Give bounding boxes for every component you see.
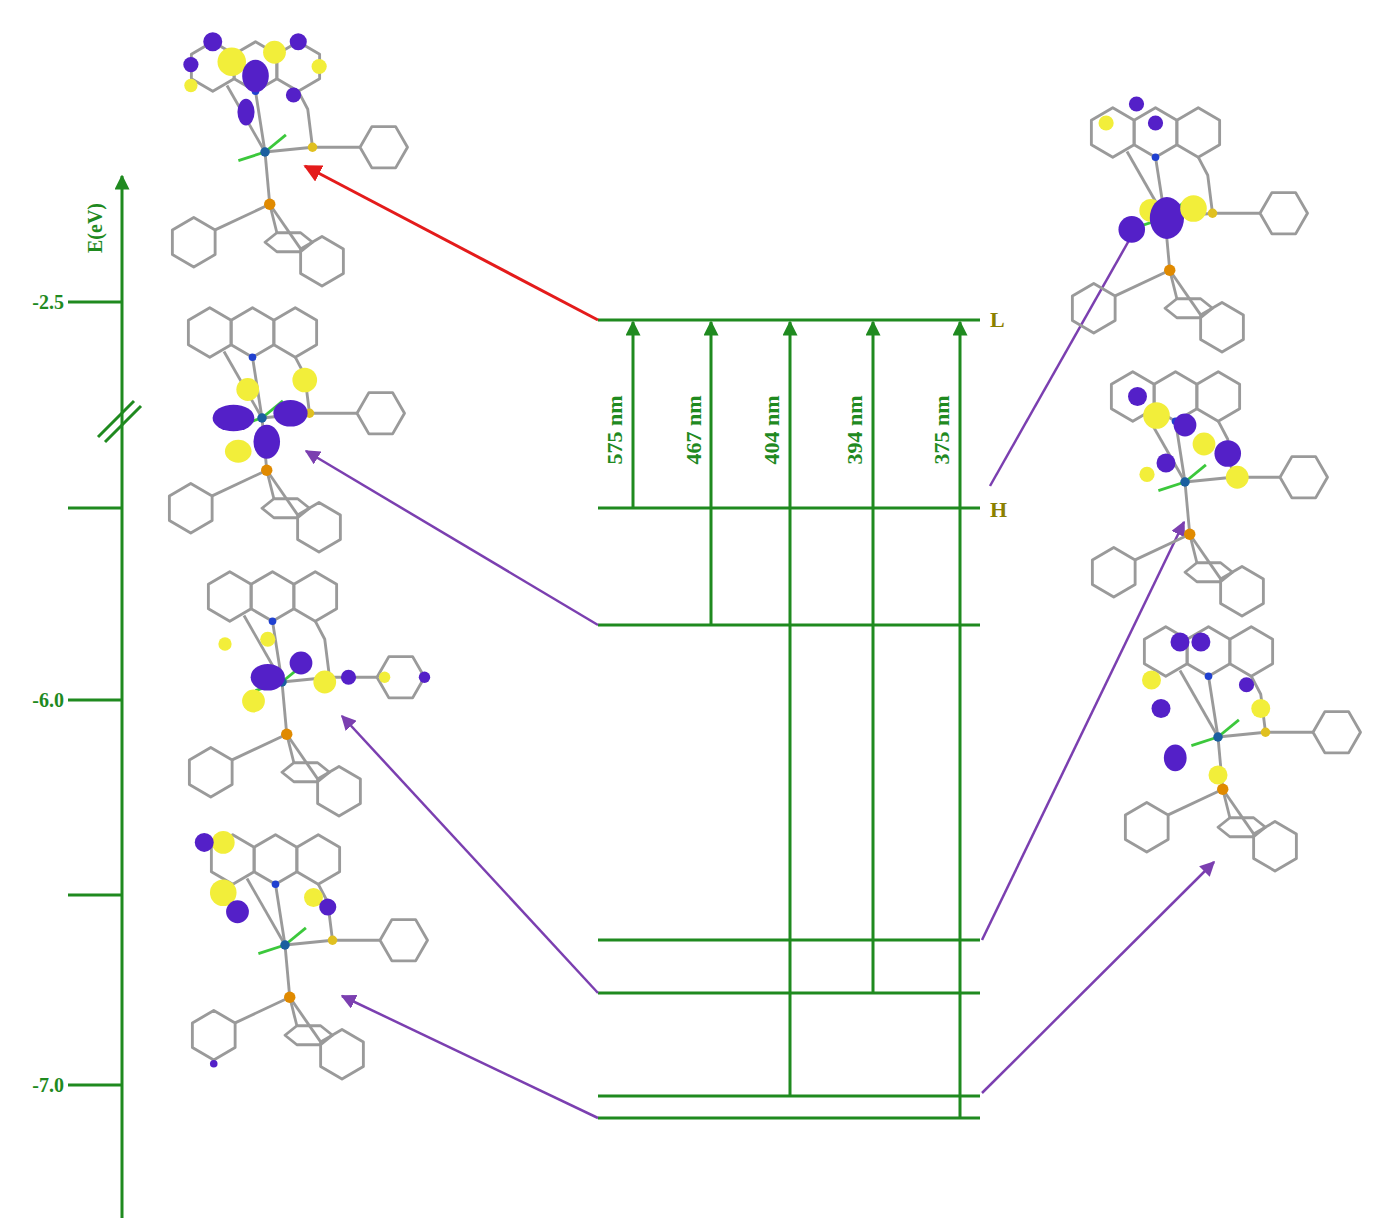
tick-label: -2.5	[32, 292, 64, 312]
transition-label: 404 nm	[761, 395, 783, 464]
transition-label: 575 nm	[604, 395, 626, 464]
transition-label: 394 nm	[844, 395, 866, 464]
transition-label: 467 nm	[683, 395, 705, 464]
level-label: L	[990, 309, 1005, 331]
tick-label: -6.0	[32, 690, 64, 710]
tick-label: -7.0	[32, 1075, 64, 1095]
level-label: H	[990, 499, 1007, 521]
transition-label: 375 nm	[931, 395, 953, 464]
axis-title: E(eV)	[85, 203, 105, 253]
